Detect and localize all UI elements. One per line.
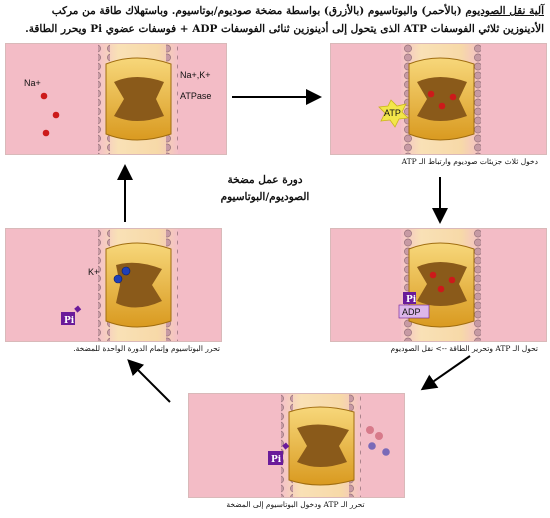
panel-3-caption: تحول الـ ATP وتحرير الطاقة --> نقل الصود… (390, 344, 538, 353)
pump-label-1: Na+,K+ (180, 70, 211, 80)
header-text: آلية نقل الصوديوم (بالأحمر) والبوتاسيوم … (4, 2, 544, 38)
panel-5-potassium-release: K+ Pi (5, 228, 222, 342)
na-label: Na+ (24, 78, 41, 88)
sodium-ion (427, 90, 435, 98)
pump-channel (114, 77, 164, 121)
potassium-ion (113, 274, 123, 284)
sodium-ion (438, 102, 446, 110)
panel-4-potassium-entry: Pi (188, 393, 405, 498)
panel-2-atp-binding: ATP (330, 43, 547, 155)
panel-4-caption: تحرر الـ ATP ودخول البوتاسيوم إلى المضخة (226, 500, 365, 509)
phosphate-tail (282, 442, 290, 450)
phosphate-icon (403, 292, 416, 304)
arrow-panel4-to-panel5 (127, 359, 171, 403)
panel-4-illustration: Pi (189, 394, 404, 497)
potassium-ion (121, 266, 131, 276)
header-line-2: الأدينوزين ثلاثي الفوسفات ATP الذى يتحول… (25, 23, 544, 35)
potassium-ion (368, 442, 376, 450)
sodium-ion (448, 276, 456, 284)
pi-label: Pi (64, 316, 75, 326)
adp-box (398, 304, 430, 319)
panel-1-resting: Na+ Na+,K+ ATPase (5, 43, 227, 155)
header-line-1-rest: (بالأحمر) والبوتاسيوم (بالأزرق) بواسطة م… (51, 5, 466, 17)
atp-star-icon (378, 99, 409, 128)
released-sodium-ion (366, 426, 374, 434)
panel-3-phosphorylation: Pi ADP (330, 228, 547, 342)
panel-2-illustration: ATP (331, 44, 546, 154)
sodium-ion (40, 92, 48, 100)
pump-channel (417, 77, 467, 121)
sodium-ion (52, 111, 60, 119)
panel-3-illustration: Pi ADP (331, 229, 546, 341)
header-title: آلية نقل الصوديوم (465, 5, 544, 17)
panel-2-caption: دخول ثلاث جزيئات صوديوم وارتباط الـ ATP (401, 157, 538, 166)
potassium-ion (382, 448, 390, 456)
phosphate-icon (268, 451, 283, 465)
sodium-ion (449, 93, 457, 101)
pump-channel (417, 262, 467, 306)
cycle-label: دورة عمل مضخة الصوديوم/البوتاسيوم (210, 172, 320, 206)
arrow-panel3-to-panel4 (420, 355, 471, 391)
cycle-label-line-1: دورة عمل مضخة (227, 174, 303, 186)
cycle-label-line-2: الصوديوم/البوتاسيوم (220, 191, 310, 203)
panel-1-illustration: Na+ Na+,K+ ATPase (6, 44, 226, 154)
pi-label: Pi (271, 455, 282, 465)
pi-label: Pi (406, 295, 417, 305)
header-line-1: آلية نقل الصوديوم (بالأحمر) والبوتاسيوم … (4, 2, 544, 20)
panel-5-illustration: K+ Pi (6, 229, 221, 341)
phosphate-icon (61, 312, 75, 325)
atp-label: ATP (384, 108, 401, 118)
adp-label: ADP (402, 307, 421, 317)
pump-channel (297, 424, 349, 467)
sodium-ion (42, 129, 50, 137)
sodium-ion (437, 285, 445, 293)
k-label: K+ (88, 267, 99, 277)
pump-label-2: ATPase (180, 91, 211, 101)
sodium-ion (429, 271, 437, 279)
phosphate-tail (74, 305, 82, 313)
panel-5-caption: تحرر البوتاسيوم وإتمام الدورة الواحدة لل… (73, 344, 220, 353)
released-sodium-ion (375, 432, 383, 440)
